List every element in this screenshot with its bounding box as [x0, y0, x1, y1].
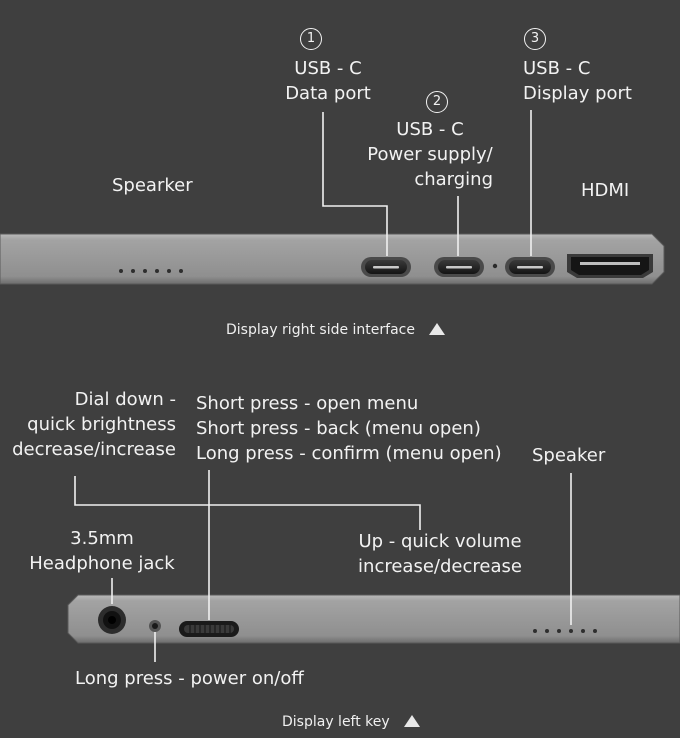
- jack-label-line1: 3.5mm: [70, 528, 134, 549]
- press-label-line1: Short press - open menu: [196, 393, 419, 414]
- dial-label-line3: decrease/increase: [12, 439, 176, 460]
- headphone-jack: [98, 606, 126, 634]
- port2-label: 2 USB - C Power supply/ charging: [355, 87, 505, 192]
- power-button: [149, 620, 161, 632]
- port1-line2: Data port: [285, 83, 371, 104]
- right-side-device: [0, 233, 665, 285]
- up-label: Up - quick volume increase/decrease: [350, 529, 530, 579]
- left-side-device: [67, 594, 680, 644]
- port2-line3: charging: [414, 169, 493, 190]
- dial-label: Dial down - quick brightness decrease/in…: [8, 387, 176, 462]
- left-side-leader-lines: [74, 470, 572, 662]
- port1-line1: USB - C: [294, 58, 362, 79]
- hdmi-port: [567, 254, 653, 278]
- up-label-line1: Up - quick volume: [358, 531, 522, 552]
- triangle-up-icon: [428, 323, 445, 335]
- charging-indicator-led: [492, 263, 498, 269]
- jack-label-line2: Headphone jack: [29, 553, 175, 574]
- right-side-caption: Display right side interface: [226, 320, 445, 340]
- right-speaker-grille: [119, 269, 183, 273]
- port3-label: 3 USB - C Display port: [523, 24, 632, 106]
- press-label-line2: Short press - back (menu open): [196, 418, 481, 439]
- dial-label-line2: quick brightness: [27, 414, 176, 435]
- port3-line2: Display port: [523, 83, 632, 104]
- port1-number-badge: 1: [300, 28, 322, 50]
- left-side-caption-text: Display left key: [282, 714, 390, 730]
- port1-label: 1 USB - C Data port: [278, 24, 378, 106]
- port3-line1: USB - C: [523, 58, 591, 79]
- power-label: Long press - power on/off: [75, 668, 304, 689]
- jack-label: 3.5mm Headphone jack: [22, 526, 182, 576]
- right-speaker-label: Spearker: [112, 175, 193, 196]
- dial-key: [179, 621, 239, 637]
- hdmi-label: HDMI: [581, 180, 630, 201]
- left-speaker-label: Speaker: [532, 445, 606, 466]
- port2-number-badge: 2: [426, 91, 448, 113]
- port2-line2: Power supply/: [367, 144, 493, 165]
- usb-c-power-port: [434, 257, 484, 277]
- right-side-caption-text: Display right side interface: [226, 322, 415, 338]
- usb-c-display-port: [505, 257, 555, 277]
- left-speaker-grille: [533, 629, 597, 633]
- dial-label-line1: Dial down -: [74, 389, 176, 410]
- port2-line1: USB - C: [396, 119, 464, 140]
- usb-c-data-port: [361, 257, 411, 277]
- press-label-line3: Long press - confirm (menu open): [196, 443, 502, 464]
- right-side-leader-lines: [322, 110, 532, 256]
- port3-number-badge: 3: [524, 28, 546, 50]
- press-label: Short press - open menu Short press - ba…: [196, 391, 502, 466]
- up-label-line2: increase/decrease: [358, 556, 522, 577]
- triangle-up-icon: [403, 715, 420, 727]
- left-side-caption: Display left key: [282, 712, 420, 732]
